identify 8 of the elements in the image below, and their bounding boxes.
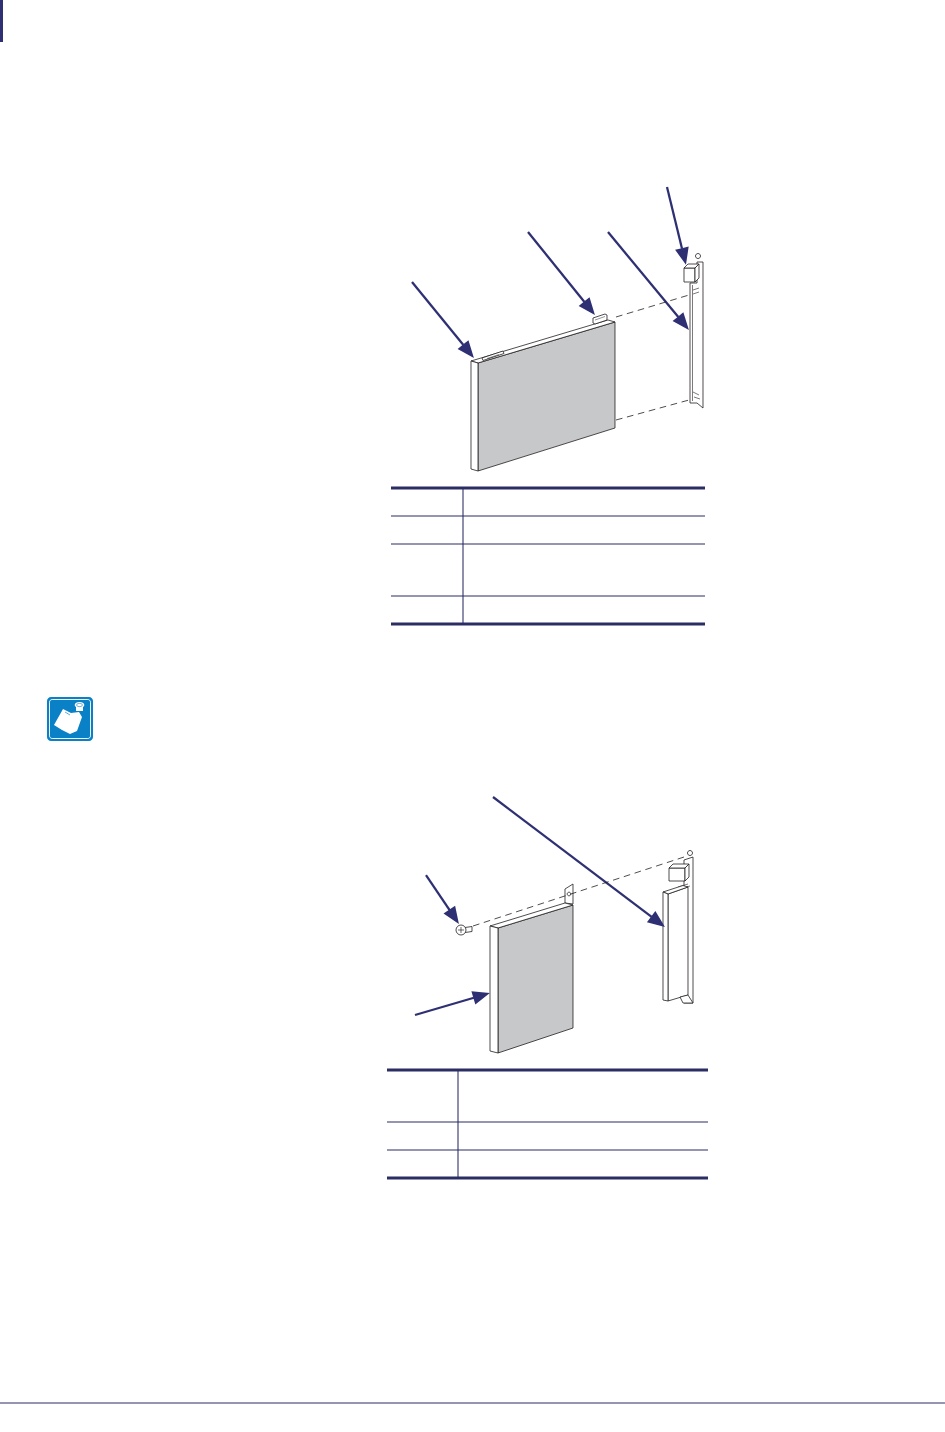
card-tab xyxy=(592,313,608,325)
circuit-card xyxy=(470,319,616,472)
mounting-bracket xyxy=(662,850,694,1004)
circuit-card xyxy=(489,883,574,1054)
dashed-guide-line xyxy=(472,856,685,927)
screw xyxy=(455,924,473,936)
latch-block xyxy=(683,263,700,283)
mounting-bracket xyxy=(689,253,704,409)
